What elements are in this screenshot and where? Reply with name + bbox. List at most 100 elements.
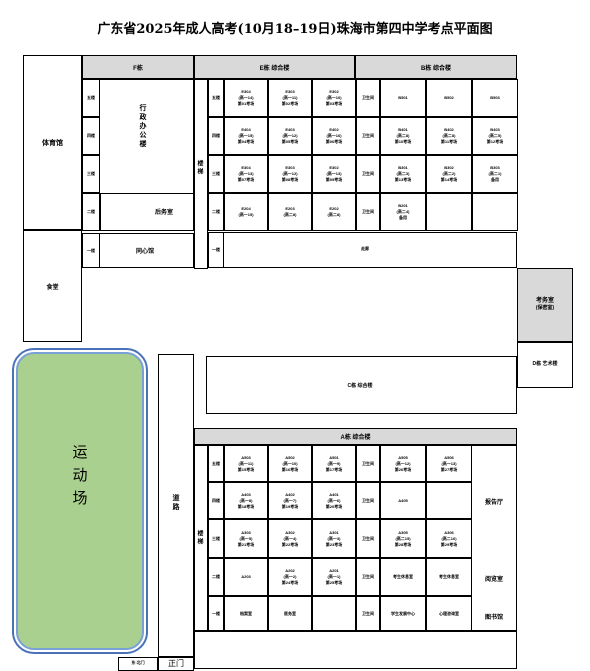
a-room-cell: 考生休息室 — [380, 558, 426, 596]
affairs-office-label: 后务室 — [155, 210, 174, 216]
room-number: E302 — [329, 89, 339, 94]
room-number: 档案室 — [240, 610, 252, 616]
room-exam-site: 第03考场 — [325, 101, 343, 106]
room-number: 学生发展中心 — [391, 610, 415, 616]
room-number: A405 — [398, 497, 408, 503]
a-room-cell: A501(高一9)第17考场 — [312, 445, 356, 482]
room-class: (高二8) — [327, 212, 341, 217]
room-class: (高一16) — [326, 133, 342, 138]
room-number: E204 — [241, 206, 251, 211]
room-number: B303 — [490, 165, 500, 170]
building-b-header: B栋 综合楼 — [355, 55, 517, 79]
room-exam-site: 第07考场 — [237, 177, 255, 182]
b-room-cell — [426, 193, 472, 231]
room-class: (高一11) — [238, 460, 254, 466]
room-number: A203 — [241, 574, 251, 579]
room-number: A301 — [329, 529, 339, 535]
room-exam-site: 第02考场 — [281, 101, 299, 106]
room-number: 医务室 — [284, 610, 296, 616]
tongxin-floor: 一楼 — [82, 233, 100, 268]
room-number: B501 — [398, 95, 408, 100]
building-c-label: C栋 综合楼 — [347, 383, 373, 389]
tongxin-block — [82, 233, 194, 268]
room-class: (高一3) — [327, 535, 341, 541]
room-number: 考生休息室 — [393, 574, 413, 579]
room-number: B403 — [490, 127, 500, 132]
room-class: (高二4) — [396, 209, 410, 214]
report-hall-label: 报告厅 — [484, 500, 503, 506]
building-d-label: D栋 艺术楼 — [532, 361, 558, 367]
room-class: (高二8) — [442, 133, 456, 138]
room-number: E203 — [285, 206, 295, 211]
room-exam-site: 第06考场 — [325, 139, 343, 144]
e-room-cell: E204(高一15) — [224, 193, 268, 231]
a-floor-label: 四楼 — [208, 482, 224, 519]
room-class: (高一12) — [282, 133, 298, 138]
a-room-cell: A502(高一10)第16考场 — [268, 445, 312, 482]
room-class: (高二16) — [441, 535, 457, 541]
b-room-cell: B302(高二2)第14考场 — [426, 155, 472, 193]
b-room-cell: B301(高二3)第13考场 — [380, 155, 426, 193]
room-exam-site: 第20考场 — [325, 503, 343, 509]
room-number: A202 — [285, 568, 295, 573]
room-class: (高一15) — [238, 212, 254, 217]
room-exam-site: 备用 — [399, 215, 407, 220]
room-exam-site: 第15考场 — [237, 466, 255, 472]
a-toilet-label: 卫生间 — [358, 459, 378, 468]
admin-office-label: 行政办公楼 — [139, 104, 146, 149]
room-exam-site: 第10考场 — [394, 139, 412, 144]
b-room-cell — [472, 193, 518, 231]
room-exam-site: 第13考场 — [394, 177, 412, 182]
room-exam-site: 第28考场 — [394, 541, 412, 547]
library-label: 图书馆 — [484, 615, 503, 621]
room-class: (高一6) — [327, 497, 341, 503]
a-east-wing — [471, 445, 517, 631]
room-class: (高二2) — [442, 171, 456, 176]
a-room-cell: 心理咨询室 — [426, 596, 472, 631]
room-number: A401 — [329, 491, 339, 497]
building-a-header: A栋 综合楼 — [194, 428, 517, 445]
a-floor-label: 二楼 — [208, 558, 224, 596]
a-south-block — [194, 631, 517, 669]
a-room-cell: 学生发展中心 — [380, 596, 426, 631]
a-room-cell: A303(高一5)第21考场 — [224, 519, 268, 558]
room-exam-site: 第25考场 — [325, 580, 343, 585]
room-exam-site: 第18考场 — [237, 503, 255, 509]
a-stairs — [194, 445, 208, 631]
b-room-cell: B502 — [426, 79, 472, 117]
e-room-cell: E403(高一12)第05考场 — [268, 117, 312, 155]
a-room-cell: A305(高二15)第28考场 — [380, 519, 426, 558]
eb-corridor-label: 走廊 — [361, 246, 369, 251]
room-exam-site: 第16考场 — [281, 466, 299, 472]
room-exam-site: 备用 — [491, 177, 499, 182]
a-room-cell: A403(高一8)第18考场 — [224, 482, 268, 519]
b-toilet-label: 卫生间 — [358, 94, 378, 102]
room-number: B503 — [490, 95, 500, 100]
room-class: (高一15) — [238, 133, 254, 138]
room-class: (高一12) — [282, 171, 298, 176]
room-exam-site: 第14考场 — [440, 177, 458, 182]
room-number: A306 — [444, 529, 454, 535]
a-toilet-label: 卫生间 — [358, 573, 378, 581]
f-floor-label: 四楼 — [82, 117, 100, 155]
room-exam-site: 第05考场 — [281, 139, 299, 144]
room-class: (高一5) — [239, 535, 253, 541]
b-toilet-label: 卫生间 — [358, 132, 378, 140]
room-class: (高二8) — [283, 212, 297, 217]
f-floor-label: 二楼 — [82, 193, 100, 231]
gate-label: 正门 — [168, 659, 184, 668]
page-title: 广东省2025年成人高考(10月18–19日)珠海市第四中学考点平面图 — [97, 22, 493, 37]
eb-corridor-floor: 一楼 — [208, 232, 224, 268]
b-room-cell: B501 — [380, 79, 426, 117]
e-room-cell: E202(高二8) — [312, 193, 356, 231]
room-number: A403 — [241, 491, 251, 497]
room-exam-site: 第04考场 — [237, 139, 255, 144]
room-number: E403 — [285, 127, 295, 132]
room-exam-site: 第08考场 — [281, 177, 299, 182]
sports-field-label: 运动场 — [70, 444, 89, 513]
room-exam-site: 第23考场 — [325, 541, 343, 547]
room-number: A506 — [444, 454, 454, 460]
f-floor-label: 五楼 — [82, 79, 100, 117]
room-class: (高一9) — [327, 460, 341, 466]
a-room-cell: A301(高一3)第23考场 — [312, 519, 356, 558]
